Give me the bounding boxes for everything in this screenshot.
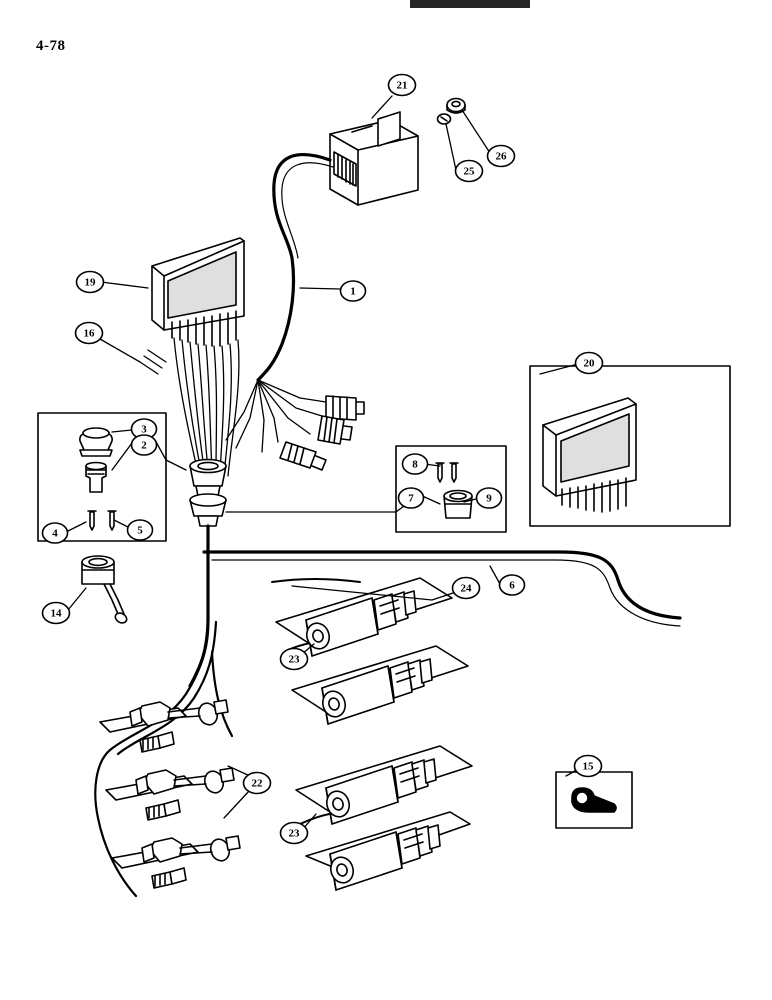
- callout-1-label: 1: [350, 286, 356, 298]
- callout-1[interactable]: 1: [339, 280, 367, 302]
- callout-balloons: 1 3 2 4 5 6 7: [41, 73, 604, 845]
- callout-3[interactable]: 3: [130, 418, 158, 440]
- callout-26[interactable]: 26: [486, 144, 516, 168]
- sensor-assembly-2: [105, 767, 235, 821]
- sensor-assembly-1: [99, 699, 229, 753]
- callout-15-label: 15: [583, 761, 595, 773]
- detail-box-15: [555, 771, 633, 829]
- callout-22-label: 22: [252, 778, 264, 790]
- callout-6[interactable]: 6: [498, 574, 526, 596]
- callout-2[interactable]: 2: [130, 434, 158, 456]
- callout-23-upper[interactable]: 23: [279, 647, 309, 671]
- solenoid-assembly-2: [291, 645, 469, 725]
- callout-8[interactable]: 8: [401, 453, 429, 475]
- harness-boot-splice: [189, 458, 227, 527]
- callout-3-label: 3: [141, 424, 147, 436]
- callout-5-label: 5: [137, 525, 143, 537]
- control-module-19: [151, 237, 245, 347]
- relay-module-21: [329, 111, 419, 206]
- callout-26-label: 26: [496, 151, 508, 163]
- callout-23-lower-label: 23: [289, 828, 301, 840]
- main-harness-cable-1-inner: [281, 162, 334, 259]
- branch-connector-b: [317, 415, 353, 445]
- callout-23-upper-label: 23: [289, 654, 301, 666]
- main-cable-lower-inner: [211, 559, 681, 627]
- callout-16[interactable]: 16: [74, 321, 104, 345]
- callout-9[interactable]: 9: [475, 487, 503, 509]
- callout-8-label: 8: [412, 459, 418, 471]
- callout-25[interactable]: 25: [454, 159, 484, 183]
- main-harness-cable-1: [256, 153, 332, 382]
- sensor-assembly-3: [111, 835, 241, 889]
- solenoid-assembly-1: [275, 577, 453, 657]
- connector-14: [81, 555, 128, 624]
- branch-connector-a: [325, 395, 365, 421]
- callout-25-label: 25: [464, 166, 476, 178]
- callout-14-label: 14: [51, 608, 63, 620]
- nut-26: [446, 97, 466, 114]
- callout-7[interactable]: 7: [397, 487, 425, 509]
- harness-branch-fan: [225, 379, 327, 453]
- callout-20-label: 20: [584, 358, 596, 370]
- callout-21-label: 21: [397, 80, 408, 92]
- branch-connector-c: [279, 441, 327, 471]
- callout-9-label: 9: [486, 493, 492, 505]
- callout-4-label: 4: [52, 528, 58, 540]
- callout-leaders: [65, 95, 581, 831]
- callout-5[interactable]: 5: [126, 519, 154, 541]
- callout-23-lower[interactable]: 23: [279, 821, 309, 845]
- callout-6-label: 6: [509, 580, 515, 592]
- solenoid-assembly-4: [305, 811, 471, 891]
- page-top-crop-mark: [410, 0, 530, 8]
- module-box-20: [529, 365, 731, 527]
- callout-4[interactable]: 4: [41, 522, 69, 544]
- callout-21[interactable]: 21: [387, 73, 417, 97]
- callout-24-label: 24: [461, 583, 473, 595]
- callout-16-label: 16: [84, 328, 96, 340]
- solenoid-assembly-3: [295, 745, 473, 825]
- page-number: 4-78: [36, 38, 66, 54]
- callout-19-label: 19: [85, 277, 97, 289]
- callout-7-label: 7: [408, 493, 414, 505]
- callout-19[interactable]: 19: [75, 270, 105, 294]
- callout-2-label: 2: [141, 440, 147, 452]
- callout-22[interactable]: 22: [242, 771, 272, 795]
- callout-14[interactable]: 14: [41, 601, 71, 625]
- callout-24[interactable]: 24: [451, 576, 481, 600]
- screw-25: [436, 113, 452, 125]
- callout-20[interactable]: 20: [574, 351, 604, 375]
- callout-15[interactable]: 15: [573, 754, 603, 778]
